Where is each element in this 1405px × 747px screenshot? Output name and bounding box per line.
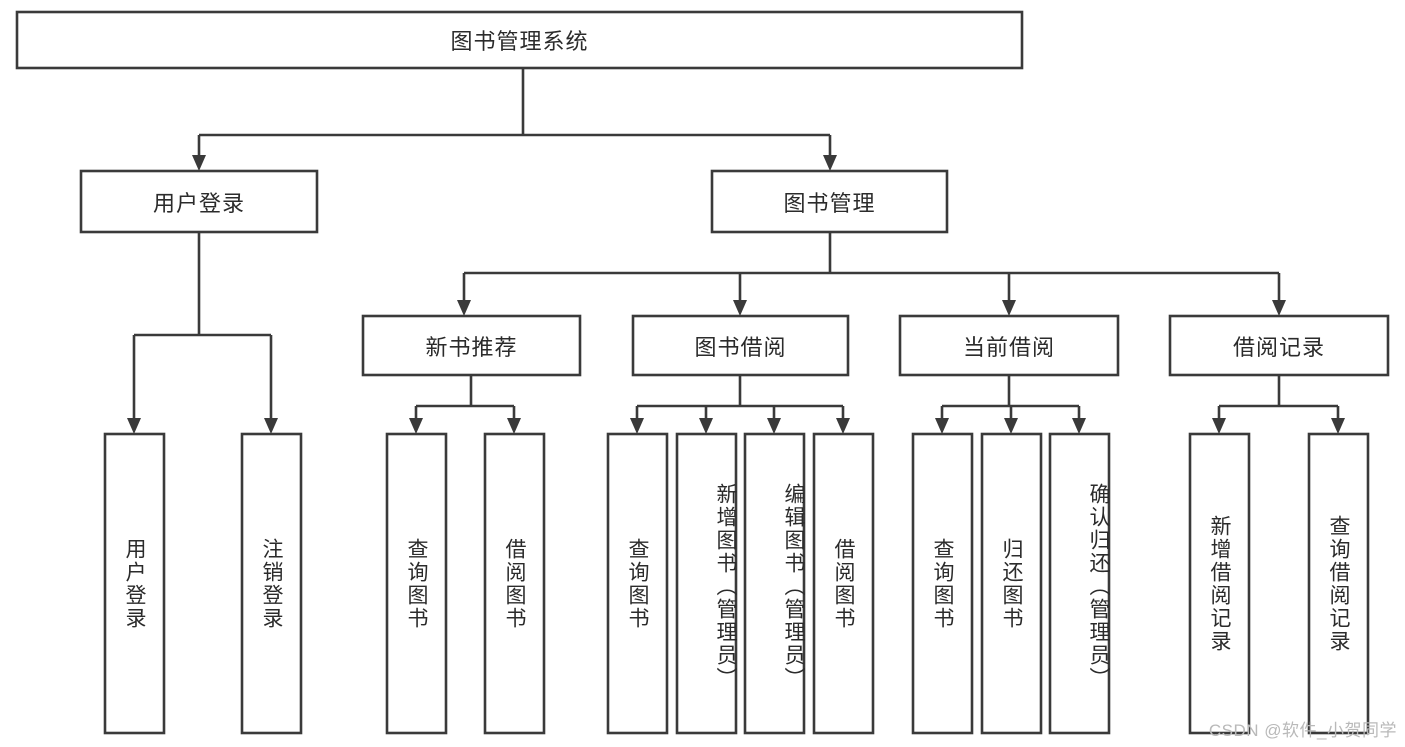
leaf-book-borrow-3[interactable] <box>812 432 875 735</box>
leaf-new-book-1[interactable] <box>483 432 546 735</box>
arrow-newbook-leaf-0 <box>409 418 423 434</box>
arrow-bookmgmt-to-book-borrow <box>733 300 747 316</box>
leaf-current-borrow-2[interactable] <box>1048 432 1111 735</box>
arrow-currentborrow-leaf-0 <box>935 418 949 434</box>
node-book-management[interactable] <box>710 169 949 234</box>
node-borrow-record[interactable] <box>1168 314 1390 377</box>
leaf-borrow-record-0[interactable] <box>1188 432 1251 735</box>
leaf-book-borrow-1[interactable] <box>675 432 738 735</box>
arrow-bookmgmt-to-new-book <box>457 300 471 316</box>
arrow-userlogin-leaf-0 <box>127 418 141 434</box>
arrow-bookmgmt-to-current-borrow <box>1002 300 1016 316</box>
arrow-currentborrow-leaf-2 <box>1072 418 1086 434</box>
leaf-book-borrow-2[interactable] <box>743 432 806 735</box>
node-book-borrow[interactable] <box>631 314 850 377</box>
arrow-userlogin-leaf-1 <box>264 418 278 434</box>
arrow-currentborrow-leaf-1 <box>1004 418 1018 434</box>
arrow-bookmgmt-to-borrow-record <box>1272 300 1286 316</box>
leaf-new-book-0[interactable] <box>385 432 448 735</box>
node-new-book-recommend[interactable] <box>361 314 582 377</box>
leaf-current-borrow-1[interactable] <box>980 432 1043 735</box>
leaf-user-login-1[interactable] <box>240 432 303 735</box>
arrow-borrowrecord-leaf-0 <box>1212 418 1226 434</box>
arrow-borrowrecord-leaf-1 <box>1331 418 1345 434</box>
arrow-bookborrow-leaf-0 <box>630 418 644 434</box>
node-root[interactable] <box>15 10 1024 70</box>
leaf-current-borrow-0[interactable] <box>911 432 974 735</box>
arrow-newbook-leaf-1 <box>507 418 521 434</box>
arrow-root-to-user-login <box>192 155 206 171</box>
arrow-bookborrow-leaf-3 <box>836 418 850 434</box>
node-current-borrow[interactable] <box>898 314 1120 377</box>
arrow-root-to-book-management <box>823 155 837 171</box>
arrow-bookborrow-leaf-2 <box>767 418 781 434</box>
csdn-watermark: CSDN @软件_小贺同学 <box>1208 721 1397 740</box>
arrow-bookborrow-leaf-1 <box>699 418 713 434</box>
leaf-user-login-0[interactable] <box>103 432 166 735</box>
leaf-borrow-record-1[interactable] <box>1307 432 1370 735</box>
leaf-book-borrow-0[interactable] <box>606 432 669 735</box>
node-user-login[interactable] <box>79 169 319 234</box>
